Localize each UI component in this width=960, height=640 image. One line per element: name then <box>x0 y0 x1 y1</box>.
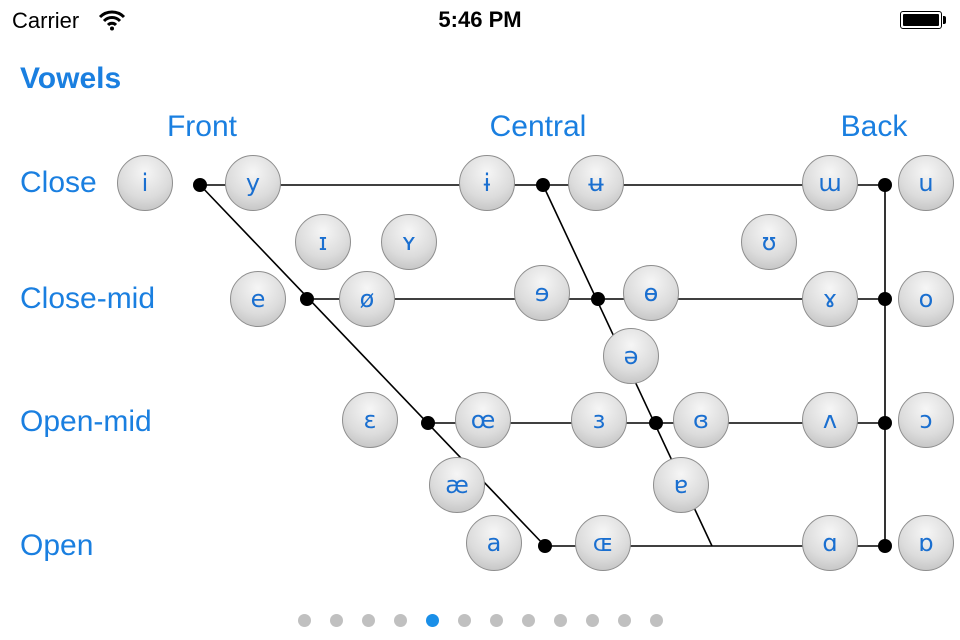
page-control[interactable] <box>0 612 960 630</box>
page-title: Vowels <box>20 62 122 95</box>
node-close-mid-back <box>878 292 892 306</box>
wifi-icon <box>98 10 126 31</box>
page-dot[interactable] <box>489 614 503 627</box>
column-header-central: Central <box>489 110 587 143</box>
vowel-button[interactable]: a <box>466 515 522 571</box>
vowel-button[interactable]: u <box>898 155 954 211</box>
vowel-button[interactable]: ɶ <box>575 515 631 571</box>
carrier-label: Carrier <box>12 8 80 33</box>
vowel-button[interactable]: ɛ <box>342 392 398 448</box>
row-label-open-mid: Open-mid <box>20 405 152 438</box>
vowel-button[interactable]: i <box>117 155 173 211</box>
vowel-button[interactable]: ɤ <box>802 271 858 327</box>
vowel-button[interactable]: ɵ <box>623 265 679 321</box>
vowel-button[interactable]: œ <box>455 392 511 448</box>
node-close-mid-central <box>591 292 605 306</box>
page-dot[interactable] <box>649 614 663 627</box>
vowel-button[interactable]: ə <box>603 328 659 384</box>
node-open-front <box>538 539 552 553</box>
vowel-button[interactable]: ʊ <box>741 214 797 270</box>
node-close-front <box>193 178 207 192</box>
status-bar: Carrier 5:46 PM <box>0 0 960 40</box>
clock: 5:46 PM <box>438 7 522 32</box>
page-dot[interactable] <box>393 614 407 627</box>
page-dot-active[interactable] <box>425 614 439 627</box>
page-dot[interactable] <box>329 614 343 627</box>
vowel-button[interactable]: ɨ <box>459 155 515 211</box>
node-open-mid-front <box>421 416 435 430</box>
page-dot[interactable] <box>553 614 567 627</box>
row-label-open: Open <box>20 529 94 562</box>
vowel-button[interactable]: ʌ <box>802 392 858 448</box>
node-open-mid-central <box>649 416 663 430</box>
page-dot[interactable] <box>457 614 471 627</box>
vowel-button[interactable]: e <box>230 271 286 327</box>
vowel-button[interactable]: ɔ <box>898 392 954 448</box>
page-dot[interactable] <box>585 614 599 627</box>
vowel-button[interactable]: ɒ <box>898 515 954 571</box>
vowel-button[interactable]: ʉ <box>568 155 624 211</box>
vowel-button[interactable]: ɘ <box>514 265 570 321</box>
battery-full-icon <box>900 11 946 29</box>
row-label-close: Close <box>20 166 97 199</box>
node-close-central <box>536 178 550 192</box>
vowel-button[interactable]: o <box>898 271 954 327</box>
front-line <box>199 184 546 547</box>
page-dot[interactable] <box>297 614 311 627</box>
page-dot[interactable] <box>361 614 375 627</box>
page-dot[interactable] <box>617 614 631 627</box>
vowel-button[interactable]: æ <box>429 457 485 513</box>
row-label-close-mid: Close-mid <box>20 282 156 315</box>
vowel-button[interactable]: ɐ <box>653 457 709 513</box>
page-dot[interactable] <box>521 614 535 627</box>
vowel-button[interactable]: ɞ <box>673 392 729 448</box>
vowel-button[interactable]: ɪ <box>295 214 351 270</box>
node-open-mid-back <box>878 416 892 430</box>
vowel-button[interactable]: ɜ <box>571 392 627 448</box>
vowel-button[interactable]: ʏ <box>381 214 437 270</box>
vowel-button[interactable]: ɯ <box>802 155 858 211</box>
node-close-back <box>878 178 892 192</box>
vowel-button[interactable]: ø <box>339 271 395 327</box>
node-close-mid-front <box>300 292 314 306</box>
vowel-button[interactable]: ɑ <box>802 515 858 571</box>
vowel-button[interactable]: y <box>225 155 281 211</box>
node-open-back <box>878 539 892 553</box>
column-header-back: Back <box>840 110 908 143</box>
column-header-front: Front <box>166 110 238 143</box>
